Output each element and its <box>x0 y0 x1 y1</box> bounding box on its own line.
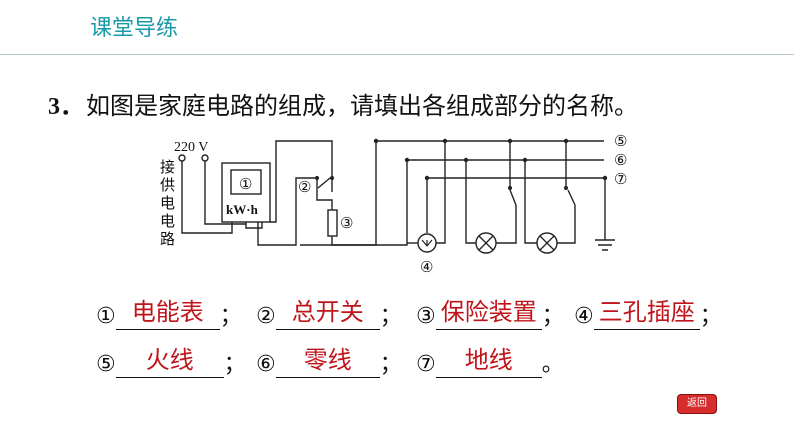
answer-text: 零线 <box>303 346 352 374</box>
answer-text: 总开关 <box>291 298 364 326</box>
answer-marker: ⑥ <box>256 352 276 377</box>
socket-label: ④ <box>420 260 433 276</box>
answer-blank: 保险装置 <box>435 298 542 330</box>
question-number: 3． <box>48 94 84 120</box>
answer-blank: 三孔插座 <box>593 298 700 330</box>
question: 3．如图是家庭电路的组成，请填出各组成部分的名称。 <box>48 86 638 121</box>
answer-item-7: ⑦ 地线 。 <box>416 346 564 378</box>
answer-text: 地线 <box>464 346 513 374</box>
back-button[interactable]: 返回 <box>677 394 717 414</box>
page-header-title: 课堂导练 <box>90 16 179 41</box>
supply-label-char: 电 <box>160 213 175 230</box>
answer-separator: ； <box>379 352 402 377</box>
answer-text: 保险装置 <box>440 298 537 326</box>
line-label-7: ⑦ <box>614 172 627 188</box>
meter-unit: kW·h <box>226 202 259 217</box>
lamp-symbol <box>475 232 497 254</box>
answer-item-2: ② 总开关 ； <box>256 298 402 330</box>
answer-marker: ⑤ <box>96 352 116 377</box>
answer-blank: 零线 <box>275 346 380 378</box>
answer-separator: ； <box>699 304 722 329</box>
answer-blank: 火线 <box>115 346 224 378</box>
answer-item-6: ⑥ 零线 ； <box>256 346 402 378</box>
question-text: 如图是家庭电路的组成，请填出各组成部分的名称。 <box>86 92 638 120</box>
supply-label-char: 接 <box>160 159 175 176</box>
fuse-label: ③ <box>340 216 353 232</box>
answer-marker: ④ <box>574 304 594 329</box>
answer-text: 电能表 <box>131 298 204 326</box>
answer-item-1: ① 电能表 ； <box>96 298 242 330</box>
meter-symbol: ① <box>239 177 252 193</box>
lamp-symbol <box>536 232 558 254</box>
answer-marker: ⑦ <box>416 352 436 377</box>
socket-symbol <box>417 233 437 253</box>
answer-separator: 。 <box>541 352 564 377</box>
voltage-label: 220 V <box>174 140 208 155</box>
supply-label-char: 电 <box>160 195 175 212</box>
answer-separator: ； <box>223 352 246 377</box>
answer-blank: 电能表 <box>115 298 220 330</box>
answer-blank: 地线 <box>435 346 542 378</box>
line-label-5: ⑤ <box>614 134 627 150</box>
answer-separator: ； <box>379 304 402 329</box>
answer-text: 三孔插座 <box>598 298 695 326</box>
answer-text: 火线 <box>145 346 194 374</box>
answer-marker: ① <box>96 304 116 329</box>
answer-marker: ③ <box>416 304 436 329</box>
answer-separator: ； <box>541 304 564 329</box>
answer-blank: 总开关 <box>275 298 380 330</box>
supply-label-char: 供 <box>160 177 175 194</box>
answer-separator: ； <box>219 304 242 329</box>
answer-marker: ② <box>256 304 276 329</box>
answer-item-5: ⑤ 火线 ； <box>96 346 246 378</box>
header-divider <box>0 54 794 55</box>
line-label-6: ⑥ <box>614 153 627 169</box>
supply-label-char: 路 <box>160 231 175 248</box>
switch-label: ② <box>298 180 311 196</box>
